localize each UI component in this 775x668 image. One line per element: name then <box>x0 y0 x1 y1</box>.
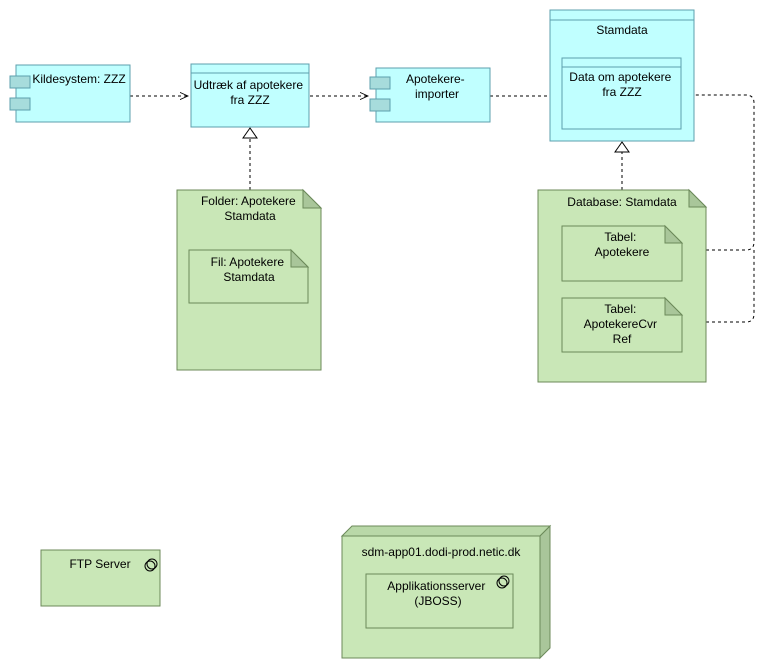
node-label: sdm-app01.dodi-prod.netic.dk <box>362 545 522 559</box>
svg-text:FTP Server: FTP Server <box>69 557 130 571</box>
artifact-fold-icon <box>664 296 684 316</box>
udtraek-label-line2: fra ZZZ <box>230 93 269 107</box>
realization-arrowhead <box>242 127 258 139</box>
svg-text:Apotekere- importer: Apotekere- importer <box>406 72 468 101</box>
connections <box>130 87 755 323</box>
importer-label-line1: Apotekere- <box>406 72 465 86</box>
svg-text:Data om apotekere fra ZZ: Data om apotekere fra ZZZ <box>569 70 674 99</box>
appserver-label-line2: (JBOSS) <box>414 594 461 608</box>
svg-text:Database: Stamdata: Database: Stamdata <box>567 195 677 209</box>
svg-text:Folder: Apotekere Stamda: Folder: Apotekere Stamdata <box>201 194 299 223</box>
tabel-apotekere-artifact[interactable]: Tabel: Apotekere <box>561 224 684 282</box>
folder-label-line1: Folder: Apotekere <box>201 194 296 208</box>
importer-component[interactable]: Apotekere- importer <box>369 67 491 123</box>
ftp-server-system-software[interactable]: FTP Server <box>40 549 161 607</box>
kildesystem-label: Kildesystem: ZZZ <box>32 72 125 86</box>
tabel-cvr-label-line3: Ref <box>613 332 632 346</box>
importer-label-line2: importer <box>415 87 459 101</box>
tabel-apotekere-label-line1: Tabel: <box>604 230 636 244</box>
database-artifact[interactable]: Database: Stamdata <box>537 188 708 383</box>
database-label: Database: Stamdata <box>567 195 677 209</box>
svg-text:Kildesystem: ZZZ: Kildesystem: ZZZ <box>32 72 125 86</box>
svg-text:Udtræk af apotekere fra: Udtræk af apotekere fra ZZZ <box>194 78 307 107</box>
system-software-icon <box>496 575 510 589</box>
component-tab-icon <box>369 98 391 112</box>
data-om-label-line2: fra ZZZ <box>602 85 641 99</box>
component-tab-icon <box>9 97 31 111</box>
tabel-cvr-label-line1: Tabel: <box>604 302 636 316</box>
kildesystem-component[interactable]: Kildesystem: ZZZ <box>9 64 131 123</box>
svg-text:Tabel: Apotekere: Tabel: Apotekere <box>595 230 650 259</box>
component-tab-icon <box>369 76 391 90</box>
ftp-server-label: FTP Server <box>69 557 130 571</box>
svg-text:Stamdata: Stamdata <box>596 23 648 37</box>
realization-arrowhead <box>614 141 630 153</box>
svg-text:Tabel: ApotekereCvr: Tabel: ApotekereCvr Ref <box>584 302 661 346</box>
fil-label-line2: Stamdata <box>223 270 275 284</box>
artifact-fold-icon <box>290 248 310 268</box>
tabel-cvr-artifact[interactable]: Tabel: ApotekereCvr Ref <box>561 296 684 353</box>
fil-label-line1: Fil: Apotekere <box>211 255 285 269</box>
data-om-label-line1: Data om apotekere <box>569 70 671 84</box>
artifact-fold-icon <box>664 224 684 244</box>
system-software-icon <box>144 558 158 572</box>
artifact-fold-icon <box>302 188 323 209</box>
udtraek-data-object[interactable]: Udtræk af apotekere fra ZZZ <box>190 63 310 128</box>
realization-tabel-apotekere-to-data[interactable] <box>682 94 755 251</box>
appserver-label-line1: Applikationsserver <box>387 579 485 593</box>
appserver-system-software[interactable]: Applikationsserver (JBOSS) <box>365 573 514 629</box>
component-tab-icon <box>9 75 31 89</box>
svg-text:Applikationsserver (JBOS: Applikationsserver (JBOSS) <box>387 579 488 608</box>
stamdata-label: Stamdata <box>596 23 648 37</box>
udtraek-label-line1: Udtræk af apotekere <box>194 78 304 92</box>
fil-artifact[interactable]: Fil: Apotekere Stamdata <box>188 248 310 304</box>
artifact-fold-icon <box>688 188 708 208</box>
tabel-cvr-label-line2: ApotekereCvr <box>584 317 657 331</box>
data-om-apotekere-object[interactable]: Data om apotekere fra ZZZ <box>561 57 682 130</box>
svg-text:Fil: Apotekere Stamdata: Fil: Apotekere Stamdata <box>211 255 288 284</box>
folder-label-line2: Stamdata <box>224 209 276 223</box>
svg-text:sdm-app01.dodi-prod.netic.dk: sdm-app01.dodi-prod.netic.dk <box>362 545 522 559</box>
tabel-apotekere-label-line2: Apotekere <box>595 245 650 259</box>
